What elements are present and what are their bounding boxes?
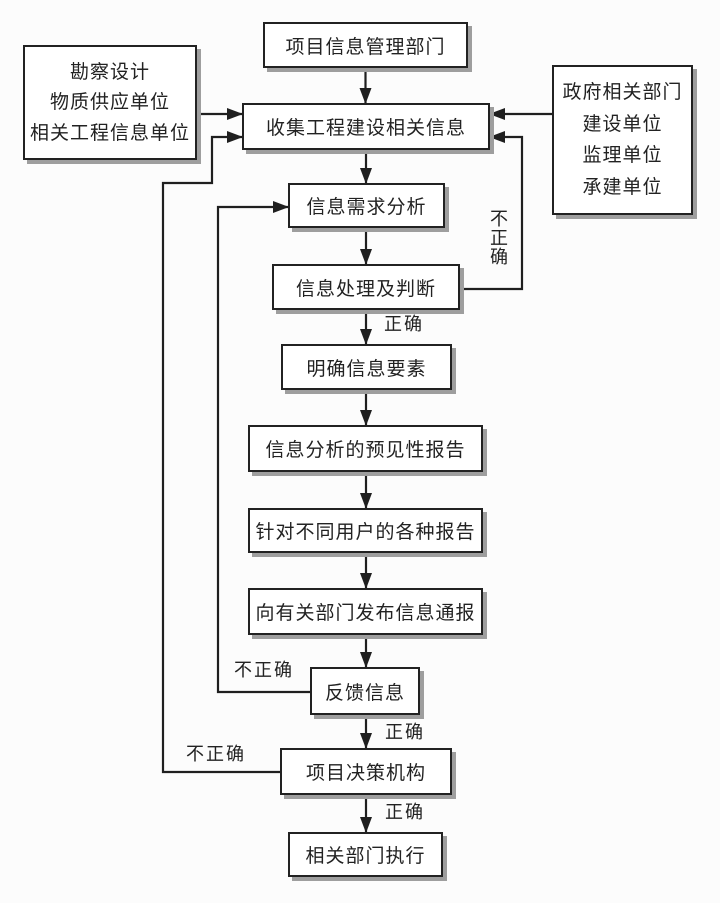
node-label: 信息处理及判断 xyxy=(295,278,436,300)
node-project-decision-body: 项目决策机构 xyxy=(280,748,452,795)
node-clarify-info-elements: 明确信息要素 xyxy=(281,344,452,390)
edge-label-incorrect-decision: 不正确 xyxy=(186,744,246,764)
node-left-source-units: 勘察设计 物质供应单位 相关工程信息单位 xyxy=(23,45,197,160)
node-label: 项目信息管理部门 xyxy=(285,36,446,58)
node-label: 收集工程建设相关信息 xyxy=(265,118,466,139)
edge-label-incorrect-process: 不正确 xyxy=(488,209,508,266)
node-feedback-info: 反馈信息 xyxy=(310,667,420,715)
edge-process-incorrect-to-collect xyxy=(460,131,524,291)
edge-label-correct-process: 正确 xyxy=(384,314,424,334)
node-line: 建设单位 xyxy=(582,113,663,135)
edge-decision-incorrect-to-collect xyxy=(161,131,280,774)
node-info-demand-analysis: 信息需求分析 xyxy=(288,183,445,228)
node-line: 勘察设计 xyxy=(69,61,150,83)
node-label: 反馈信息 xyxy=(324,682,405,704)
node-project-info-management-dept: 项目信息管理部门 xyxy=(263,22,468,68)
edge-label-incorrect-feedback: 不正确 xyxy=(234,660,294,680)
node-line: 政府相关部门 xyxy=(562,82,683,104)
node-label: 项目决策机构 xyxy=(305,763,426,784)
node-collect-construction-info: 收集工程建设相关信息 xyxy=(242,103,490,150)
node-line: 相关工程信息单位 xyxy=(29,122,190,144)
edge-label-correct-feedback: 正确 xyxy=(385,722,425,742)
node-label: 针对不同用户的各种报告 xyxy=(255,522,476,543)
node-label: 向有关部门发布信息通报 xyxy=(255,603,476,624)
node-right-source-units: 政府相关部门 建设单位 监理单位 承建单位 xyxy=(552,65,693,215)
node-line: 承建单位 xyxy=(582,176,663,198)
node-label: 信息需求分析 xyxy=(306,197,427,218)
node-label: 信息分析的预见性报告 xyxy=(265,440,466,461)
node-line: 物质供应单位 xyxy=(49,92,170,113)
node-relevant-dept-execute: 相关部门执行 xyxy=(288,832,443,877)
node-label: 明确信息要素 xyxy=(306,358,427,380)
edge-feedback-incorrect-to-demand xyxy=(216,201,310,694)
node-line: 监理单位 xyxy=(582,145,663,167)
node-info-processing-judgment: 信息处理及判断 xyxy=(272,264,460,310)
node-publish-info-bulletin: 向有关部门发布信息通报 xyxy=(248,588,483,635)
edge-label-correct-decision: 正确 xyxy=(385,802,425,822)
node-label: 相关部门执行 xyxy=(305,846,426,867)
node-predictive-analysis-report: 信息分析的预见性报告 xyxy=(248,425,483,472)
node-reports-for-different-users: 针对不同用户的各种报告 xyxy=(248,508,483,553)
